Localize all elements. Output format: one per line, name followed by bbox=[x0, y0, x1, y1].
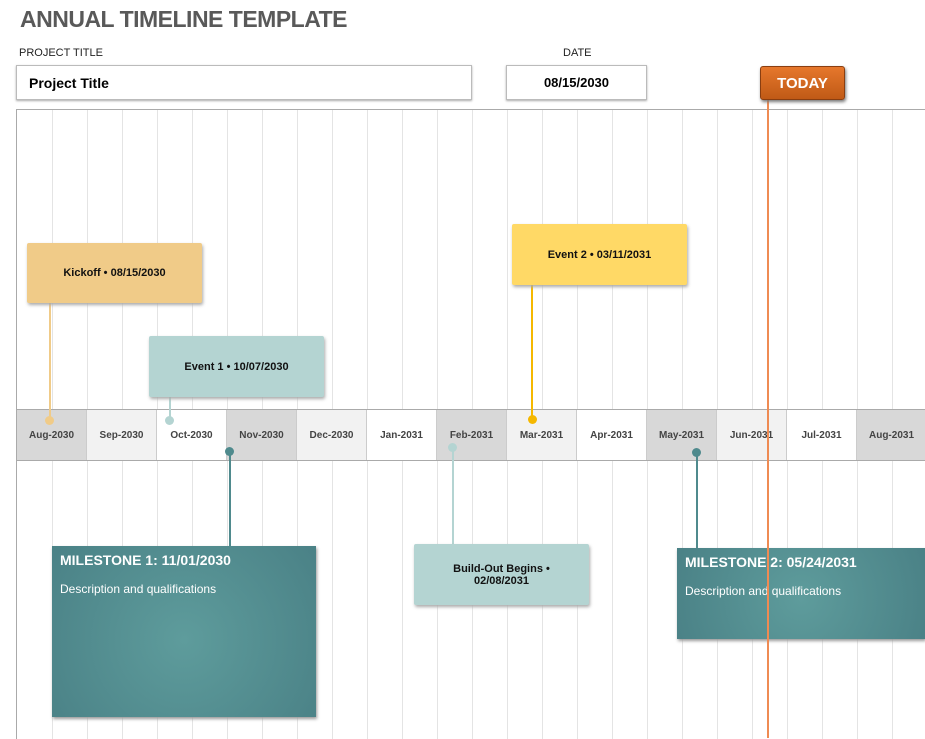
kickoff-stem bbox=[49, 303, 51, 421]
month-cell: Dec-2030 bbox=[297, 410, 367, 460]
date-field[interactable]: 08/15/2030 bbox=[506, 65, 647, 100]
month-cell: Aug-2031 bbox=[857, 410, 925, 460]
event-1[interactable]: Event 1 • 10/07/2030 bbox=[149, 336, 324, 397]
today-marker[interactable]: TODAY bbox=[760, 66, 845, 100]
milestone-1-card[interactable]: MILESTONE 1: 11/01/2030 Description and … bbox=[52, 546, 316, 717]
event-kickoff[interactable]: Kickoff • 08/15/2030 bbox=[27, 243, 202, 303]
buildout-stem bbox=[452, 449, 454, 545]
month-cell: Jan-2031 bbox=[367, 410, 437, 460]
month-cell: Apr-2031 bbox=[577, 410, 647, 460]
project-title-field[interactable]: Project Title bbox=[16, 65, 472, 100]
milestone-2-description: Description and qualifications bbox=[685, 584, 842, 598]
milestone2-stem bbox=[696, 452, 698, 549]
milestone2-dot bbox=[692, 448, 701, 457]
milestone-1-title: MILESTONE 1: 11/01/2030 bbox=[60, 552, 231, 568]
event-2[interactable]: Event 2 • 03/11/2031 bbox=[512, 224, 687, 285]
event1-stem bbox=[169, 397, 171, 421]
event1-dot bbox=[165, 416, 174, 425]
today-line bbox=[767, 100, 769, 738]
month-cell: Mar-2031 bbox=[507, 410, 577, 460]
milestone-2-card[interactable]: MILESTONE 2: 05/24/2031 Description and … bbox=[677, 548, 925, 639]
event-buildout[interactable]: Build-Out Begins • 02/08/2031 bbox=[414, 544, 589, 605]
month-cell: Jul-2031 bbox=[787, 410, 857, 460]
month-cell: Jun-2031 bbox=[717, 410, 787, 460]
month-cell: May-2031 bbox=[647, 410, 717, 460]
month-cell: Sep-2030 bbox=[87, 410, 157, 460]
buildout-dot bbox=[448, 443, 457, 452]
milestone-1-description: Description and qualifications bbox=[60, 582, 217, 596]
milestone-2-title: MILESTONE 2: 05/24/2031 bbox=[685, 554, 857, 570]
milestone1-stem bbox=[229, 452, 231, 547]
date-label: DATE bbox=[563, 47, 592, 59]
month-cell: Feb-2031 bbox=[437, 410, 507, 460]
kickoff-dot bbox=[45, 416, 54, 425]
event2-dot bbox=[528, 415, 537, 424]
page-title: ANNUAL TIMELINE TEMPLATE bbox=[20, 6, 348, 32]
milestone1-dot bbox=[225, 447, 234, 456]
event2-stem bbox=[531, 285, 533, 421]
project-title-label: PROJECT TITLE bbox=[19, 47, 103, 59]
month-cell: Nov-2030 bbox=[227, 410, 297, 460]
